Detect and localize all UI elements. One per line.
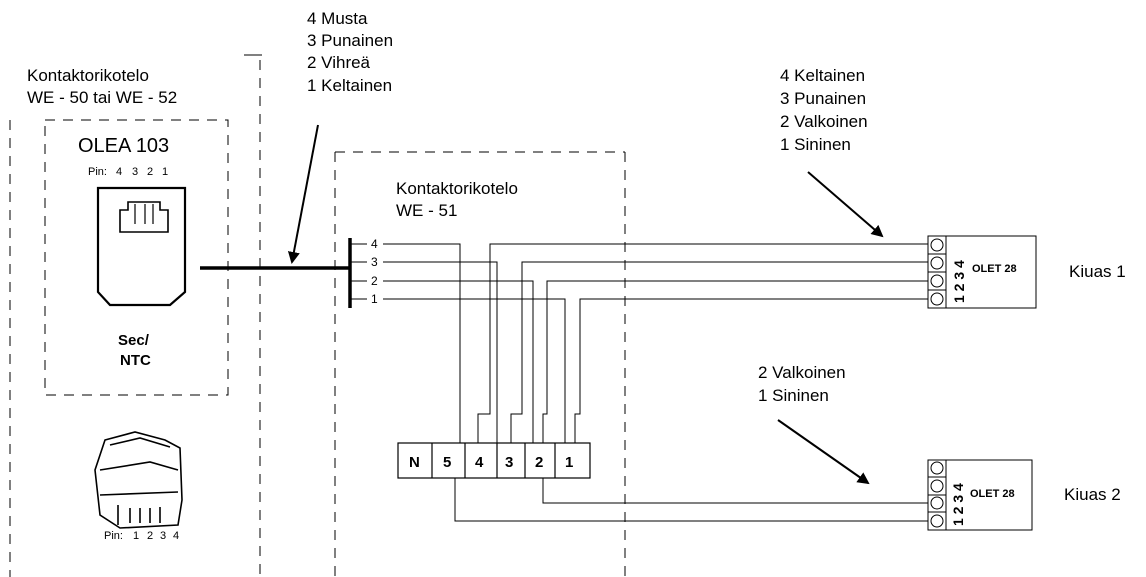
cable-color: 4 Musta xyxy=(307,9,368,28)
heater2-connector xyxy=(927,459,1033,531)
plug-pin: 3 xyxy=(160,530,167,542)
terminal-label: 3 xyxy=(505,454,513,471)
cable-arrow xyxy=(287,124,319,264)
pin-wires xyxy=(350,243,566,443)
terminal-block xyxy=(397,442,591,479)
heater1-name: Kiuas 1 xyxy=(1069,262,1126,281)
terminal-label: 5 xyxy=(443,454,451,471)
sensor-pin-label: Pin: xyxy=(88,166,107,178)
cable-pin-labels: 4 3 2 1 xyxy=(371,237,378,306)
heater2-wires xyxy=(454,478,928,522)
cable-color: 2 Vihreä xyxy=(307,53,371,72)
plug-pin: 2 xyxy=(147,530,154,542)
heater2-connector-label: OLET 28 xyxy=(970,488,1015,500)
heater1-wire-color: 2 Valkoinen xyxy=(780,112,868,131)
heater2-name: Kiuas 2 xyxy=(1064,485,1121,504)
cable-pin-label: 4 xyxy=(371,237,378,251)
heater1-terminal-numbers: 1 2 3 4 xyxy=(951,260,967,303)
heater2-wire-color: 1 Sininen xyxy=(758,386,829,405)
heater1-wires xyxy=(477,243,928,443)
plug-pin-label: Pin: xyxy=(104,530,123,542)
rj-plug xyxy=(94,431,183,529)
sensor-body xyxy=(96,186,187,307)
heater1-wire-color: 1 Sininen xyxy=(780,135,851,154)
terminal-label: 4 xyxy=(475,454,484,471)
heater1-connector xyxy=(927,235,1037,309)
cable-pin-label: 2 xyxy=(371,274,378,288)
sensor-box xyxy=(44,119,229,396)
cable-color: 3 Punainen xyxy=(307,31,394,50)
heater2-arrow xyxy=(777,419,870,485)
sensor-pin: 2 xyxy=(147,166,154,178)
mid-enclosure-subtitle: WE - 51 xyxy=(396,201,458,220)
terminal-label: 1 xyxy=(565,454,573,471)
cable-pin-label: 3 xyxy=(371,255,378,269)
left-enclosure-title: Kontaktorikotelo xyxy=(27,66,149,85)
left-enclosure-subtitle: WE - 50 tai WE - 52 xyxy=(27,88,178,107)
sensor-pin: 1 xyxy=(162,166,169,178)
heater2-wire-color: 2 Valkoinen xyxy=(758,363,846,382)
terminal-label: N xyxy=(409,454,420,471)
sensor-name: OLEA 103 xyxy=(78,135,170,157)
heater1-connector-label: OLET 28 xyxy=(972,263,1017,275)
heater1-wire-color: 4 Keltainen xyxy=(780,66,866,85)
left-enclosure-outline xyxy=(9,60,261,577)
terminal-labels: N 5 4 3 2 1 xyxy=(409,454,573,471)
plug-pin: 4 xyxy=(173,530,180,542)
sensor-ntc-label: NTC xyxy=(120,352,151,369)
mid-enclosure-outline xyxy=(334,151,626,577)
heater1-arrow xyxy=(807,171,884,238)
plug-pin: 1 xyxy=(133,530,140,542)
mid-enclosure-title: Kontaktorikotelo xyxy=(396,179,518,198)
sensor-pin: 4 xyxy=(116,166,123,178)
sensor-sec-label: Sec/ xyxy=(118,332,149,349)
cable-color: 1 Keltainen xyxy=(307,76,393,95)
cable-pin-label: 1 xyxy=(371,292,378,306)
heater2-terminal-numbers: 1 2 3 4 xyxy=(950,483,966,526)
terminal-label: 2 xyxy=(535,454,543,471)
heater1-wire-color: 3 Punainen xyxy=(780,89,867,108)
sensor-pin: 3 xyxy=(132,166,139,178)
